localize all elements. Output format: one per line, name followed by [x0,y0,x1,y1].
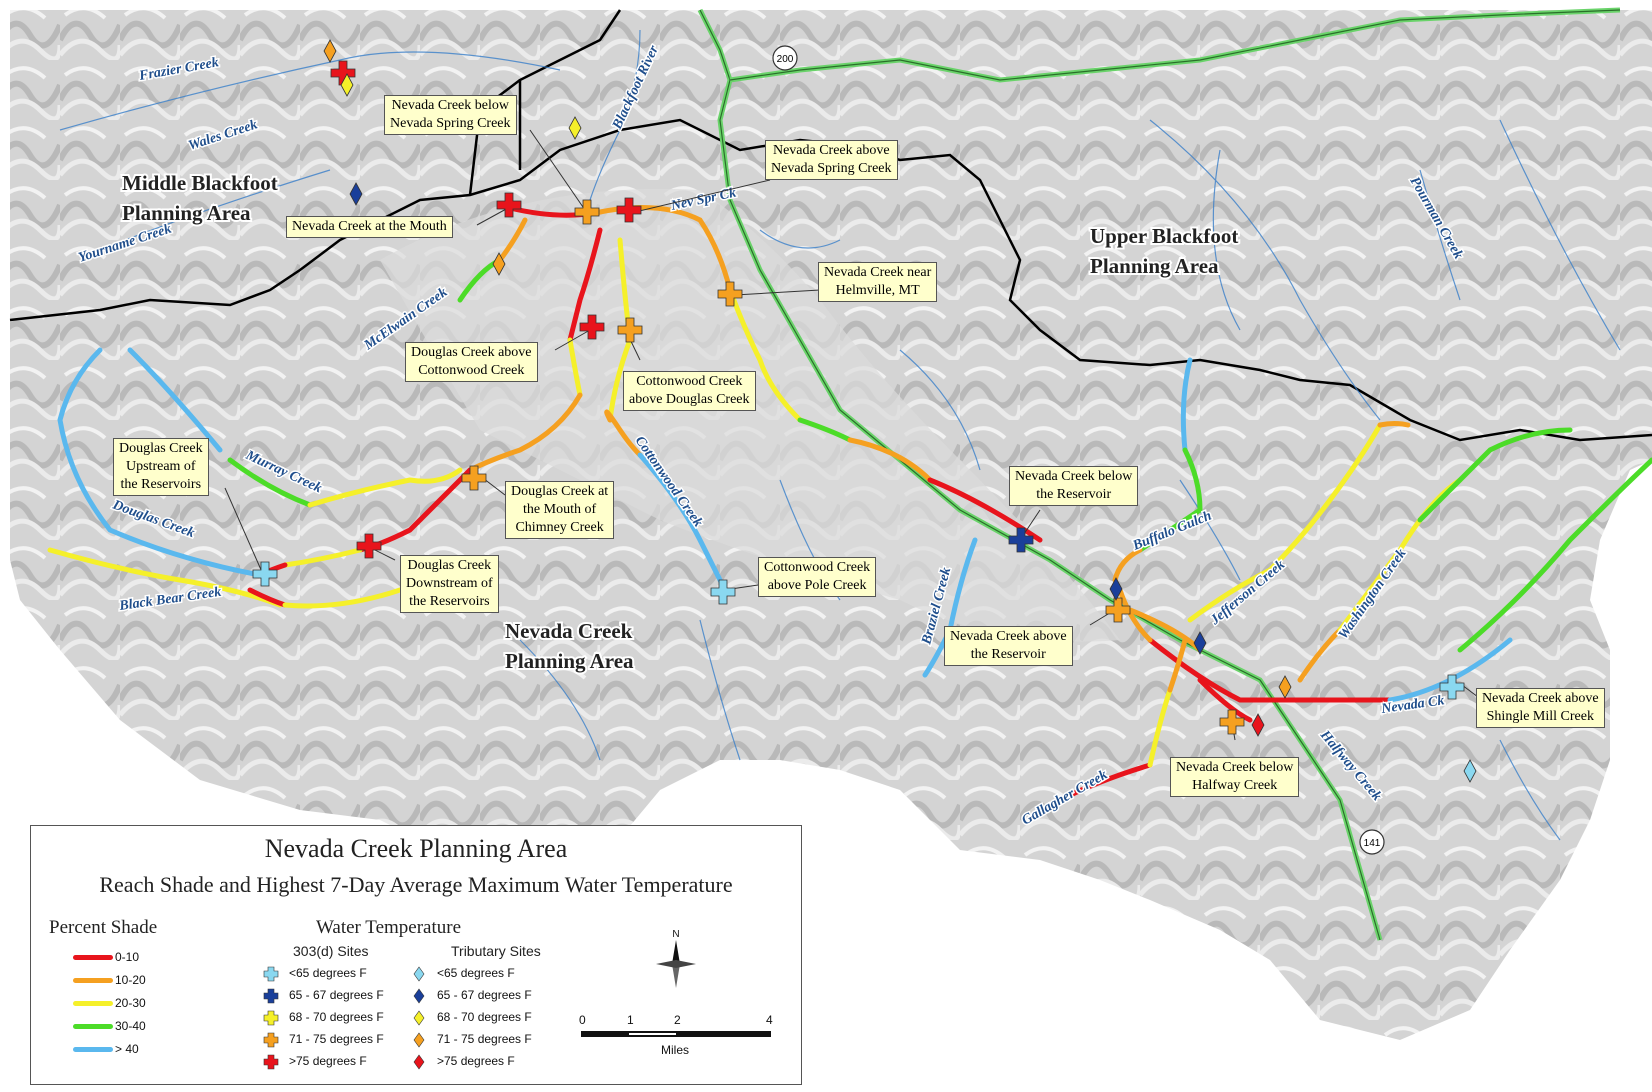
site-diamond-dark-blue [1109,577,1123,601]
highway-200-label: 200 [777,54,794,65]
site-cross-red [616,197,642,223]
callout-douglas-downstream: Douglas Creek Downstream of the Reservoi… [400,555,499,613]
site-cross-orange [574,199,600,225]
shade-class-4: > 40 [73,1042,139,1064]
site-diamond-light-blue [1463,759,1477,783]
temp-trib-0: <65 degrees F [411,966,515,986]
callout-cottonwood-above-douglas: Cottonwood Creek above Douglas Creek [623,371,756,411]
svg-text:N: N [672,929,679,940]
area-label-upper: Upper Blackfoot Planning Area [1088,222,1240,280]
temp-303d-4: >75 degrees F [263,1054,367,1074]
map-legend: Nevada Creek Planning Area Reach Shade a… [30,825,802,1085]
callout-douglas-upstream: Douglas Creek Upstream of the Reservoirs [113,438,209,496]
legend-title: Nevada Creek Planning Area [264,834,568,863]
highway-141-shield: 141 [1359,829,1385,855]
site-diamond-yellow [340,73,354,97]
cross-icon [263,988,279,1004]
site-markers [252,39,1477,783]
scale-tick-4: 4 [766,1013,773,1027]
temp-trib-4: >75 degrees F [411,1054,515,1074]
callout-nevada-shingle-mill: Nevada Creek above Shingle Mill Creek [1476,688,1605,728]
legend-303d-heading: 303(d) Sites [293,943,369,959]
site-diamond-orange [492,252,506,276]
callout-nevada-below-spring: Nevada Creek below Nevada Spring Creek [384,95,517,135]
callout-cottonwood-pole: Cottonwood Creek above Pole Creek [758,557,877,597]
cross-icon [263,966,279,982]
legend-temp-heading: Water Temperature [316,917,462,938]
scale-unit: Miles [661,1043,690,1057]
callout-nevada-mouth: Nevada Creek at the Mouth [286,216,453,238]
temp-303d-1: 65 - 67 degrees F [263,988,384,1008]
temp-303d-2: 68 - 70 degrees F [263,1010,384,1030]
legend-shade-heading: Percent Shade [49,917,158,938]
callout-nevada-below-reservoir: Nevada Creek below the Reservoir [1009,466,1139,506]
temp-303d-3: 71 - 75 degrees F [263,1032,384,1052]
callout-nevada-above-spring: Nevada Creek above Nevada Spring Creek [765,140,898,180]
callout-nevada-halfway: Nevada Creek below Halfway Creek [1170,757,1300,797]
cross-icon [263,1032,279,1048]
shade-class-0: 0-10 [73,950,139,972]
temp-303d-0: <65 degrees F [263,966,367,986]
svg-text:Planning Area: Planning Area [505,649,634,673]
diamond-icon [413,1010,425,1026]
valley-floor [380,188,1120,642]
highway-141-label: 141 [1364,838,1381,849]
cross-icon [263,1054,279,1070]
diamond-icon [413,1032,425,1048]
diamond-icon [413,988,425,1004]
svg-text:Planning Area: Planning Area [1090,254,1219,278]
scale-bar [581,1031,771,1037]
highway-200-shield: 200 [772,45,798,71]
site-cross-red [496,192,522,218]
scale-tick-1: 1 [627,1013,634,1027]
svg-text:Middle Blackfoot: Middle Blackfoot [122,171,278,195]
site-cross-light-blue [252,561,278,587]
svg-text:Upper Blackfoot: Upper Blackfoot [1090,224,1238,248]
area-label-nevada: Nevada Creek Planning Area [503,617,636,675]
scale-tick-2: 2 [674,1013,681,1027]
shade-class-3: 30-40 [73,1019,146,1041]
svg-text:Nevada Creek: Nevada Creek [505,619,633,643]
site-diamond-orange [323,39,337,63]
callout-nevada-above-reservoir: Nevada Creek above the Reservoir [944,626,1073,666]
temp-trib-1: 65 - 67 degrees F [411,988,532,1008]
shade-class-2: 20-30 [73,996,146,1018]
site-cross-red [356,533,382,559]
diamond-icon [413,966,425,982]
site-cross-orange [1219,709,1245,735]
scale-tick-0: 0 [579,1013,586,1027]
site-cross-light-blue [710,579,736,605]
diamond-icon [413,1054,425,1070]
site-cross-red [579,314,605,340]
site-cross-orange [617,317,643,343]
site-diamond-orange [1278,675,1292,699]
highways [697,7,1621,941]
shade-class-1: 10-20 [73,973,146,995]
temp-trib-2: 68 - 70 degrees F [411,1010,532,1030]
site-diamond-dark-blue [1193,631,1207,655]
callout-nevada-helmville: Nevada Creek near Helmville, MT [818,262,938,302]
site-cross-dark-blue [1008,527,1034,553]
legend-subtitle: Reach Shade and Highest 7-Day Average Ma… [99,872,733,897]
site-cross-orange [461,465,487,491]
site-diamond-yellow [568,116,582,140]
callout-douglas-chimney: Douglas Creek at the Mouth of Chimney Cr… [505,481,615,539]
callout-douglas-above-cottonwood: Douglas Creek above Cottonwood Creek [405,342,538,382]
north-arrow-icon: N [656,929,696,988]
site-cross-orange [717,281,743,307]
site-diamond-dark-blue [349,182,363,206]
site-cross-light-blue [1439,674,1465,700]
temp-trib-3: 71 - 75 degrees F [411,1032,532,1052]
cross-icon [263,1010,279,1026]
area-label-middle: Middle Blackfoot Planning Area [120,169,280,227]
svg-text:Planning Area: Planning Area [122,201,251,225]
site-cross-orange [1105,597,1131,623]
legend-trib-heading: Tributary Sites [451,943,541,959]
site-diamond-red [1251,713,1265,737]
